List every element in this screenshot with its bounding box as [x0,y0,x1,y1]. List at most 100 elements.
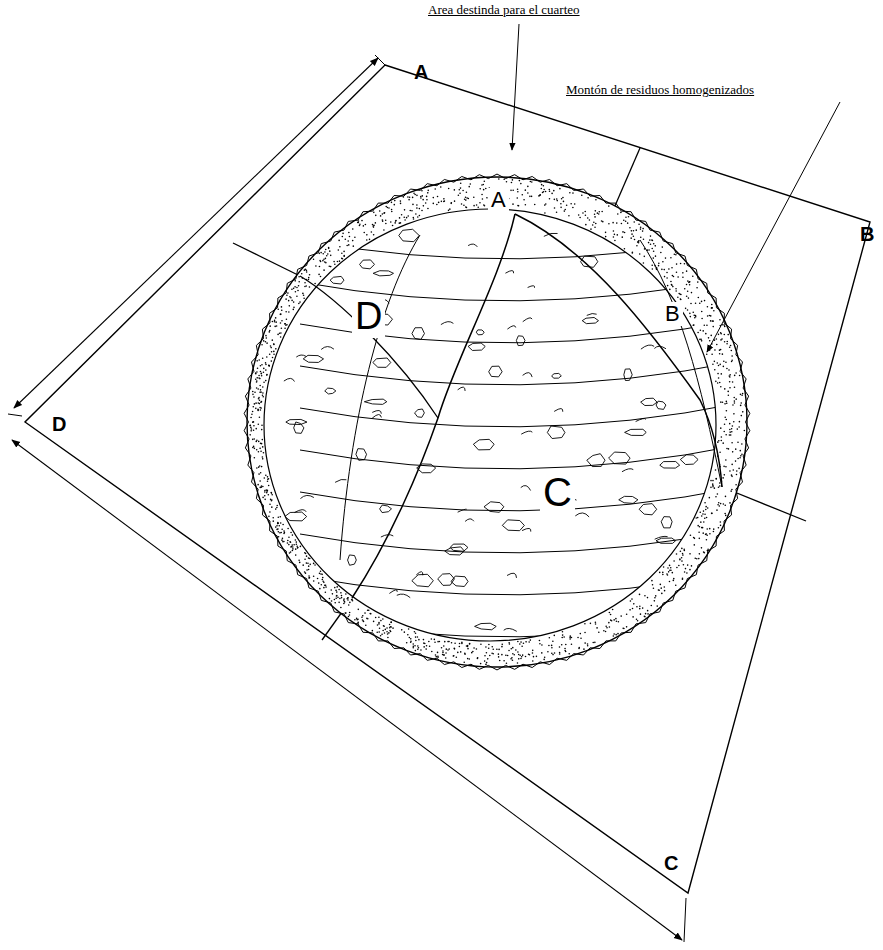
stipple-dot [682,577,684,579]
stipple-dot [720,349,722,351]
stipple-dot [261,439,263,441]
stipple-dot [404,219,406,221]
stipple-dot [271,360,273,362]
stipple-dot [291,300,293,302]
stipple-dot [465,206,467,208]
stipple-dot [660,584,662,586]
stipple-dot [718,334,720,336]
stipple-dot [731,489,733,491]
quarter-letter: A [488,188,509,212]
debris [397,594,410,598]
stipple-dot [617,633,619,635]
stipple-dot [710,480,712,482]
stipple-dot [716,338,718,340]
stipple-dot [427,208,429,210]
stipple-dot [287,528,289,530]
stipple-dot [598,213,600,215]
stipple-dot [305,269,307,271]
stipple-dot [661,269,663,271]
stipple-dot [257,367,259,369]
stipple-dot [458,189,460,191]
stipple-dot [521,656,523,658]
stipple-dot [702,532,704,534]
stipple-dot [451,642,453,644]
stipple-dot [595,199,597,201]
stipple-dot [563,636,565,638]
stipple-dot [390,626,392,628]
stipple-dot [696,558,698,560]
stipple-dot [652,584,654,586]
stipple-dot [313,575,315,577]
stipple-dot [340,607,342,609]
stipple-dot [257,408,259,410]
stipple-dot [414,194,416,196]
stipple-dot [265,474,267,476]
stipple-dot [258,375,260,377]
debris [625,429,647,435]
stipple-dot [701,515,703,517]
stipple-dot [487,658,489,660]
stipple-dot [322,260,324,262]
stipple-dot [692,311,694,313]
stipple-dot [299,562,301,564]
stipple-dot [394,200,396,202]
stipple-dot [724,334,726,336]
debris [373,358,391,367]
stipple-dot [565,651,567,653]
stipple-dot [313,580,315,582]
stipple-dot [542,192,544,194]
stipple-dot [651,605,653,607]
debris [582,317,598,323]
stipple-dot [407,634,409,636]
debris [475,623,497,630]
stipple-dot [639,594,641,596]
stipple-dot [270,499,272,501]
stipple-dot [408,199,410,201]
stipple-dot [605,625,607,627]
stipple-dot [718,440,720,442]
stipple-dot [643,238,645,240]
stipple-dot [268,365,270,367]
stipple-dot [348,616,350,618]
stipple-dot [373,225,375,227]
stipple-dot [740,405,742,407]
stipple-dot [724,403,726,405]
stipple-dot [434,642,436,644]
stipple-dot [625,220,627,222]
stipple-dot [729,387,731,389]
stipple-dot [671,284,673,286]
stipple-dot [286,318,288,320]
stipple-dot [562,197,564,199]
stipple-dot [460,182,462,184]
stipple-dot [443,201,445,203]
stipple-dot [408,628,410,630]
stipple-dot [447,649,449,651]
stipple-dot [334,263,336,265]
stipple-dot [511,182,513,184]
stipple-dot [717,504,719,506]
debris [416,572,423,576]
stipple-dot [580,633,582,635]
stipple-dot [729,502,731,504]
stipple-dot [306,271,308,273]
stipple-dot [691,292,693,294]
stipple-dot [480,663,482,665]
stipple-dot [266,491,268,493]
stipple-dot [283,541,285,543]
stipple-dot [693,537,695,539]
stipple-dot [613,633,615,635]
stipple-dot [676,263,678,265]
stipple-dot [675,254,677,256]
stipple-dot [441,201,443,203]
stipple-dot [693,324,695,326]
stipple-dot [481,184,483,186]
stipple-dot [250,424,252,426]
stipple-dot [280,332,282,334]
stipple-dot [650,243,652,245]
contour-line [300,403,740,427]
stipple-dot [266,374,268,376]
stipple-dot [272,520,274,522]
stipple-dot [712,326,714,328]
stipple-dot [334,602,336,604]
stipple-dot [543,185,545,187]
